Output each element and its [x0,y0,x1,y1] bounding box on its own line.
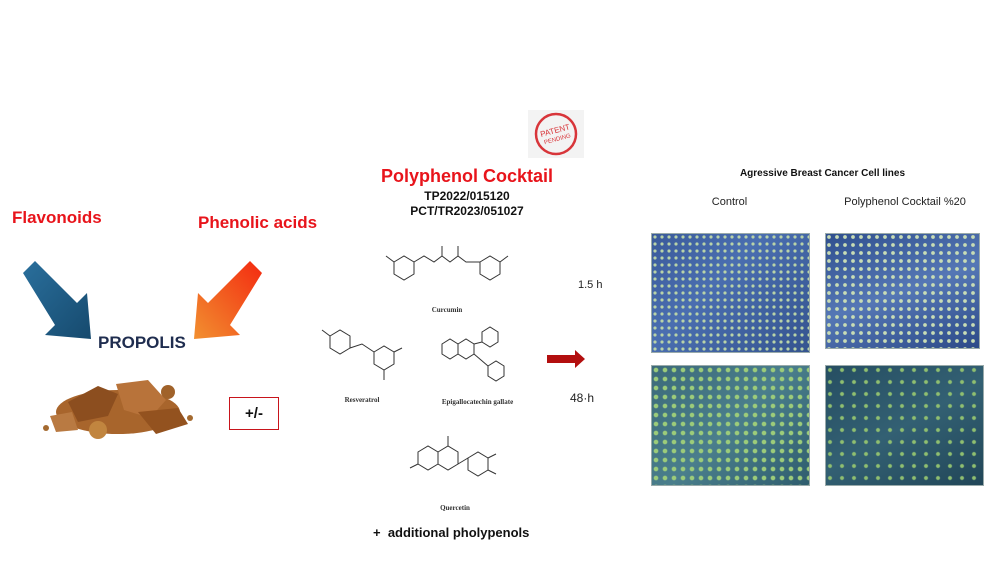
micrograph-treated-1-5h [825,233,980,349]
curcumin-structure [385,246,509,281]
cell-lines-title: Agressive Breast Cancer Cell lines [739,168,906,179]
plus-minus-box: +/- [229,397,279,430]
micrograph-control-48h [651,365,810,486]
blue-arrow-icon [23,261,91,339]
timepoint-1-5h: 1.5 h [578,279,603,291]
curcumin-label: Curcumin [431,306,463,314]
cocktail-title: Polyphenol Cocktail [380,166,554,186]
timepoint-48h: 48·h [570,391,595,405]
control-column-label: Control [711,196,748,208]
patent-pending-stamp: PATENT PENDING [528,110,584,158]
resveratrol-label: Resveratrol [344,396,380,404]
additional-polyphenols-label: + additional pholypenols [373,525,530,540]
micrograph-treated-48h [825,365,984,486]
flavonoids-label: Flavonoids [12,208,102,227]
treated-column-label: Polyphenol Cocktail %20 [844,196,966,208]
egcg-label: Epigallocatechin gallate [441,398,514,406]
resveratrol-structure [321,329,403,380]
egcg-structure [441,326,505,382]
red-arrow-icon [547,350,585,368]
patent-code-tp: TP2022/015120 [424,189,510,203]
propolis-image [43,380,193,439]
micrograph-control-1-5h [651,233,810,353]
quercetin-label: Quercetin [440,504,470,512]
propolis-label: PROPOLIS [98,333,186,352]
patent-code-pct: PCT/TR2023/051027 [410,204,524,218]
quercetin-structure [409,436,497,477]
phenolic-acids-label: Phenolic acids [198,213,318,232]
orange-arrow-icon [194,261,262,339]
